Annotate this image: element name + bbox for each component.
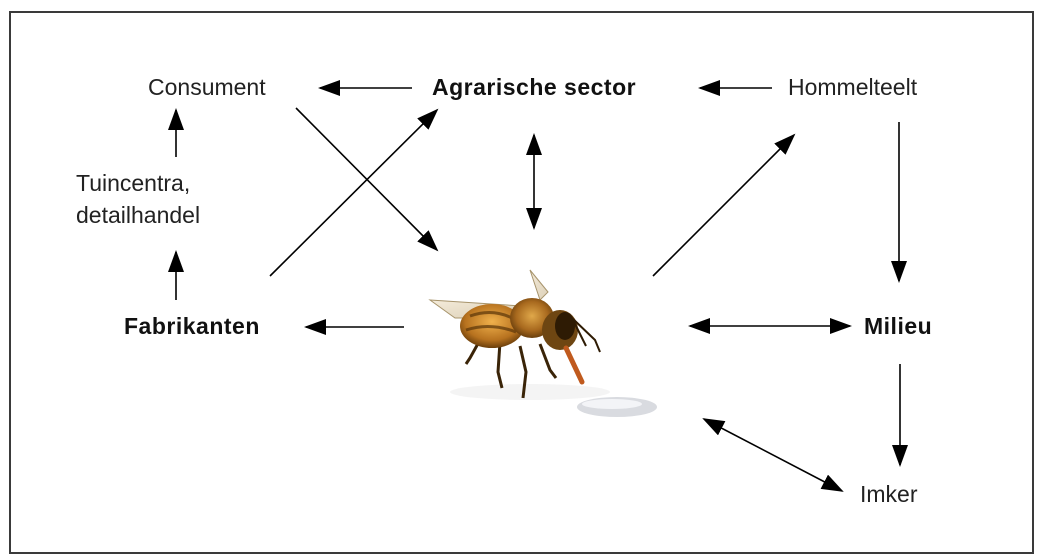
arrow-bee-imker-double [702,418,844,492]
node-agrarische-sector: Agrarische sector [432,74,637,100]
node-tuincentra: Tuincentra, detailhandel [76,170,201,229]
node-fabrikanten: Fabrikanten [124,313,260,339]
honeybee-image [428,269,657,417]
diagram-frame [9,11,1034,554]
node-milieu: Milieu [864,313,933,339]
node-hommelteelt: Hommelteelt [788,74,918,100]
node-consument: Consument [148,74,266,100]
arrow-fabrikanten-to-agrarische [269,108,439,277]
node-imker: Imker [860,481,918,507]
arrow-bee-to-hommelteelt [652,133,796,277]
